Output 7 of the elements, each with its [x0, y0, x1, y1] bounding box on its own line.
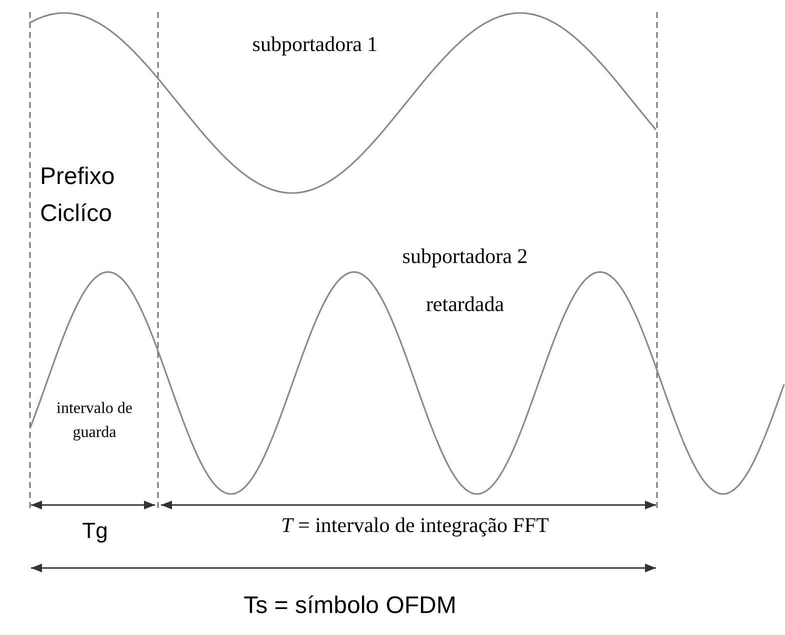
- waveform-label: subportadora 2 retardada: [401, 243, 529, 318]
- dimension-label: T = intervalo de integração FFT: [280, 513, 550, 538]
- dimension-label: Tg: [81, 518, 109, 544]
- dimension-label: Ts = símbolo OFDM: [242, 592, 458, 620]
- interval-label: intervalo de guarda: [56, 399, 134, 443]
- region-label: Prefixo Ciclíco: [40, 162, 116, 230]
- waveform-label: subportadora 1: [251, 32, 379, 56]
